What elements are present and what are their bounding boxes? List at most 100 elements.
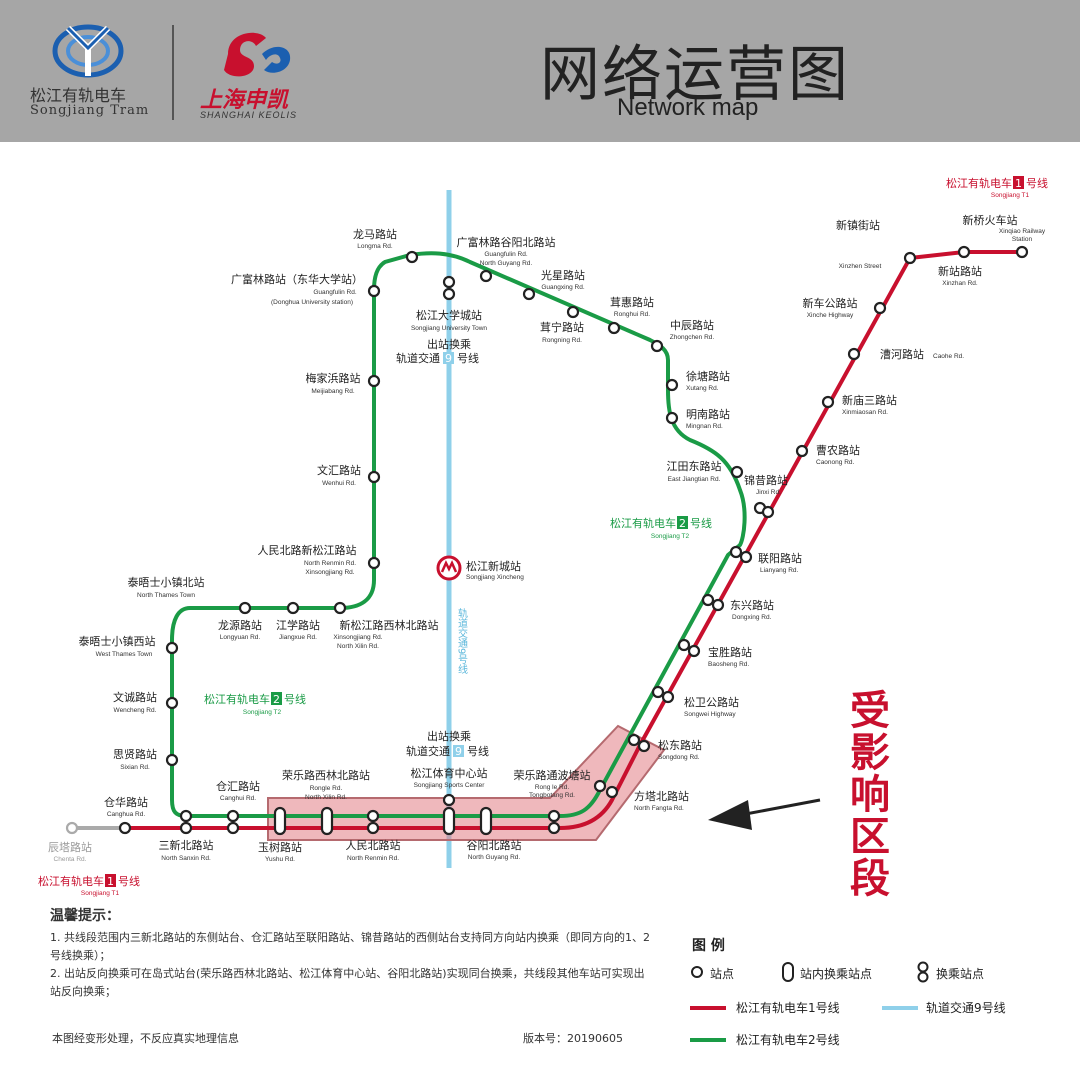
- label-rongning: 茸宁路站: [540, 320, 584, 334]
- station-dot[interactable]: [873, 301, 887, 315]
- svg-text:West Thames Town: West Thames Town: [96, 651, 153, 658]
- legend-inner-transfer-label: 站内换乘站点: [800, 967, 873, 981]
- svg-text:9: 9: [445, 352, 452, 365]
- legend-t1-label: 松江有轨电车1号线: [736, 1001, 840, 1015]
- station-dot[interactable]: [730, 465, 744, 479]
- svg-text:Longyuan Rd.: Longyuan Rd.: [220, 634, 261, 641]
- brand1-en: Songjiang Tram: [30, 103, 150, 118]
- station-dot[interactable]: [821, 395, 835, 409]
- label-caohe: 漕河路站: [880, 347, 924, 361]
- station-dot[interactable]: [286, 601, 300, 615]
- station-dot[interactable]: [165, 641, 179, 655]
- label-wenhui: 文汇路站: [317, 463, 361, 477]
- svg-text:Xinche Highway: Xinche Highway: [807, 312, 854, 319]
- label-songdong: 松东路站: [658, 738, 702, 752]
- legend-title: 图 例: [692, 938, 725, 954]
- svg-text:Jinxi Rd.: Jinxi Rd.: [756, 489, 781, 496]
- svg-text:Jiangxue Rd.: Jiangxue Rd.: [279, 634, 317, 641]
- station-dot[interactable]: [65, 821, 79, 835]
- svg-text:Wencheng Rd.: Wencheng Rd.: [114, 707, 157, 714]
- svg-text:(Donghua University station): (Donghua University station): [271, 299, 353, 306]
- label-xinqiao: 新桥火车站: [963, 213, 1018, 227]
- label-jinxi: 锦昔路站: [744, 473, 788, 487]
- svg-text:Songjiang Xincheng: Songjiang Xincheng: [466, 574, 524, 581]
- version-label: 版本号：20190605: [523, 1032, 623, 1045]
- label-songwei: 松卫公路站: [684, 695, 739, 709]
- affected-section-highlight: [267, 724, 666, 841]
- station-dot[interactable]: [522, 287, 536, 301]
- svg-text:1: 1: [1015, 177, 1022, 190]
- svg-text:Chenta Rd.: Chenta Rd.: [54, 856, 87, 863]
- station-dot[interactable]: [405, 250, 419, 264]
- svg-text:North Renmin Rd.: North Renmin Rd.: [347, 855, 399, 862]
- brand2-name: 上海申凯: [200, 88, 289, 113]
- station-dot[interactable]: [795, 444, 809, 458]
- label-jiangxue: 江学路站: [276, 618, 320, 632]
- label-canghua: 仓华路站: [104, 795, 148, 809]
- svg-text:Yushu Rd.: Yushu Rd.: [265, 856, 295, 863]
- svg-text:号线: 号线: [118, 874, 140, 888]
- label-longyuan: 龙源路站: [218, 618, 262, 632]
- station-dot[interactable]: [165, 696, 179, 710]
- svg-text:Xutang Rd.: Xutang Rd.: [686, 385, 719, 392]
- svg-text:轨道交通: 轨道交通: [406, 744, 450, 758]
- svg-text:Longma Rd.: Longma Rd.: [357, 243, 393, 250]
- notes-item-2: 2. 出站反向换乘可在岛式站台(荣乐路西林北路站、松江体育中心站、谷阳北路站)实…: [50, 967, 645, 998]
- svg-text:Guangfulin Rd.: Guangfulin Rd.: [484, 251, 528, 258]
- notes-title: 温馨提示：: [50, 908, 120, 924]
- station-dot[interactable]: [650, 339, 664, 353]
- station-dot[interactable]: [367, 470, 381, 484]
- t1-line: [72, 250, 1022, 830]
- label-xinzhen: 新镇街站: [836, 218, 880, 232]
- station-dot[interactable]: [333, 601, 347, 615]
- svg-text:Canghua Rd.: Canghua Rd.: [107, 811, 145, 818]
- label-sportscenter: 松江体育中心站: [411, 766, 488, 780]
- svg-text:号线: 号线: [457, 351, 479, 365]
- station-dot[interactable]: [903, 251, 917, 265]
- station-legend-icon: [691, 966, 703, 978]
- svg-text:Sixian Rd.: Sixian Rd.: [120, 764, 150, 771]
- legend-t2-label: 松江有轨电车2号线: [736, 1033, 840, 1047]
- univtown-transfer-note: 出站换乘: [427, 337, 471, 351]
- svg-text:9: 9: [455, 745, 462, 758]
- legend-station-label: 站点: [710, 967, 735, 981]
- station-dot[interactable]: [847, 347, 861, 361]
- paired-stations-layer: [179, 275, 775, 836]
- label-guangxing: 光星路站: [541, 268, 585, 282]
- svg-text:Meijiabang Rd.: Meijiabang Rd.: [311, 388, 355, 395]
- label-ronghui: 茸惠路站: [610, 295, 654, 309]
- label-caonong: 曹农路站: [816, 443, 860, 457]
- station-dot[interactable]: [1015, 245, 1029, 259]
- svg-text:Caohe Rd.: Caohe Rd.: [933, 353, 964, 360]
- station-dot[interactable]: [118, 821, 132, 835]
- label-zhongchen: 中辰路站: [670, 318, 714, 332]
- t2-line: [170, 251, 747, 818]
- label-longma: 龙马路站: [353, 227, 397, 241]
- notes-panel: 温馨提示： 1. 共线段范围内三新北路站的东侧站台、仓汇路站至联阳路站、锦昔路站…: [50, 907, 650, 1001]
- station-dot[interactable]: [165, 753, 179, 767]
- label-xinzhan: 新站路站: [938, 264, 982, 278]
- svg-text:Songjiang Sports Center: Songjiang Sports Center: [414, 782, 486, 789]
- svg-text:轨道交通: 轨道交通: [396, 351, 440, 365]
- svg-text:Rong le Rd.: Rong le Rd.: [535, 784, 570, 791]
- station-dot[interactable]: [607, 321, 621, 335]
- svg-text:East Jiangtian Rd.: East Jiangtian Rd.: [668, 476, 721, 483]
- svg-text:2: 2: [679, 517, 686, 530]
- label-guangfulin-dh: 广富林路站（东华大学站）: [231, 272, 363, 286]
- svg-text:North Renmin Rd.: North Renmin Rd.: [304, 560, 356, 567]
- station-dot[interactable]: [238, 601, 252, 615]
- label-lianyang: 联阳路站: [758, 551, 802, 565]
- label-guyangbei: 谷阳北路站: [467, 838, 522, 852]
- station-dot[interactable]: [957, 245, 971, 259]
- station-dot[interactable]: [367, 374, 381, 388]
- station-dot[interactable]: [479, 269, 493, 283]
- station-dot[interactable]: [367, 556, 381, 570]
- svg-text:Tongbotang Rd.: Tongbotang Rd.: [529, 792, 575, 799]
- station-dot[interactable]: [367, 284, 381, 298]
- station-dot[interactable]: [665, 411, 679, 425]
- svg-text:North Guyang Rd.: North Guyang Rd.: [468, 854, 521, 861]
- label-ronglebo: 荣乐路通波塘站: [514, 768, 591, 782]
- station-dot[interactable]: [566, 305, 580, 319]
- station-dot[interactable]: [665, 378, 679, 392]
- shanghai-keolis-logo-icon: [224, 32, 291, 77]
